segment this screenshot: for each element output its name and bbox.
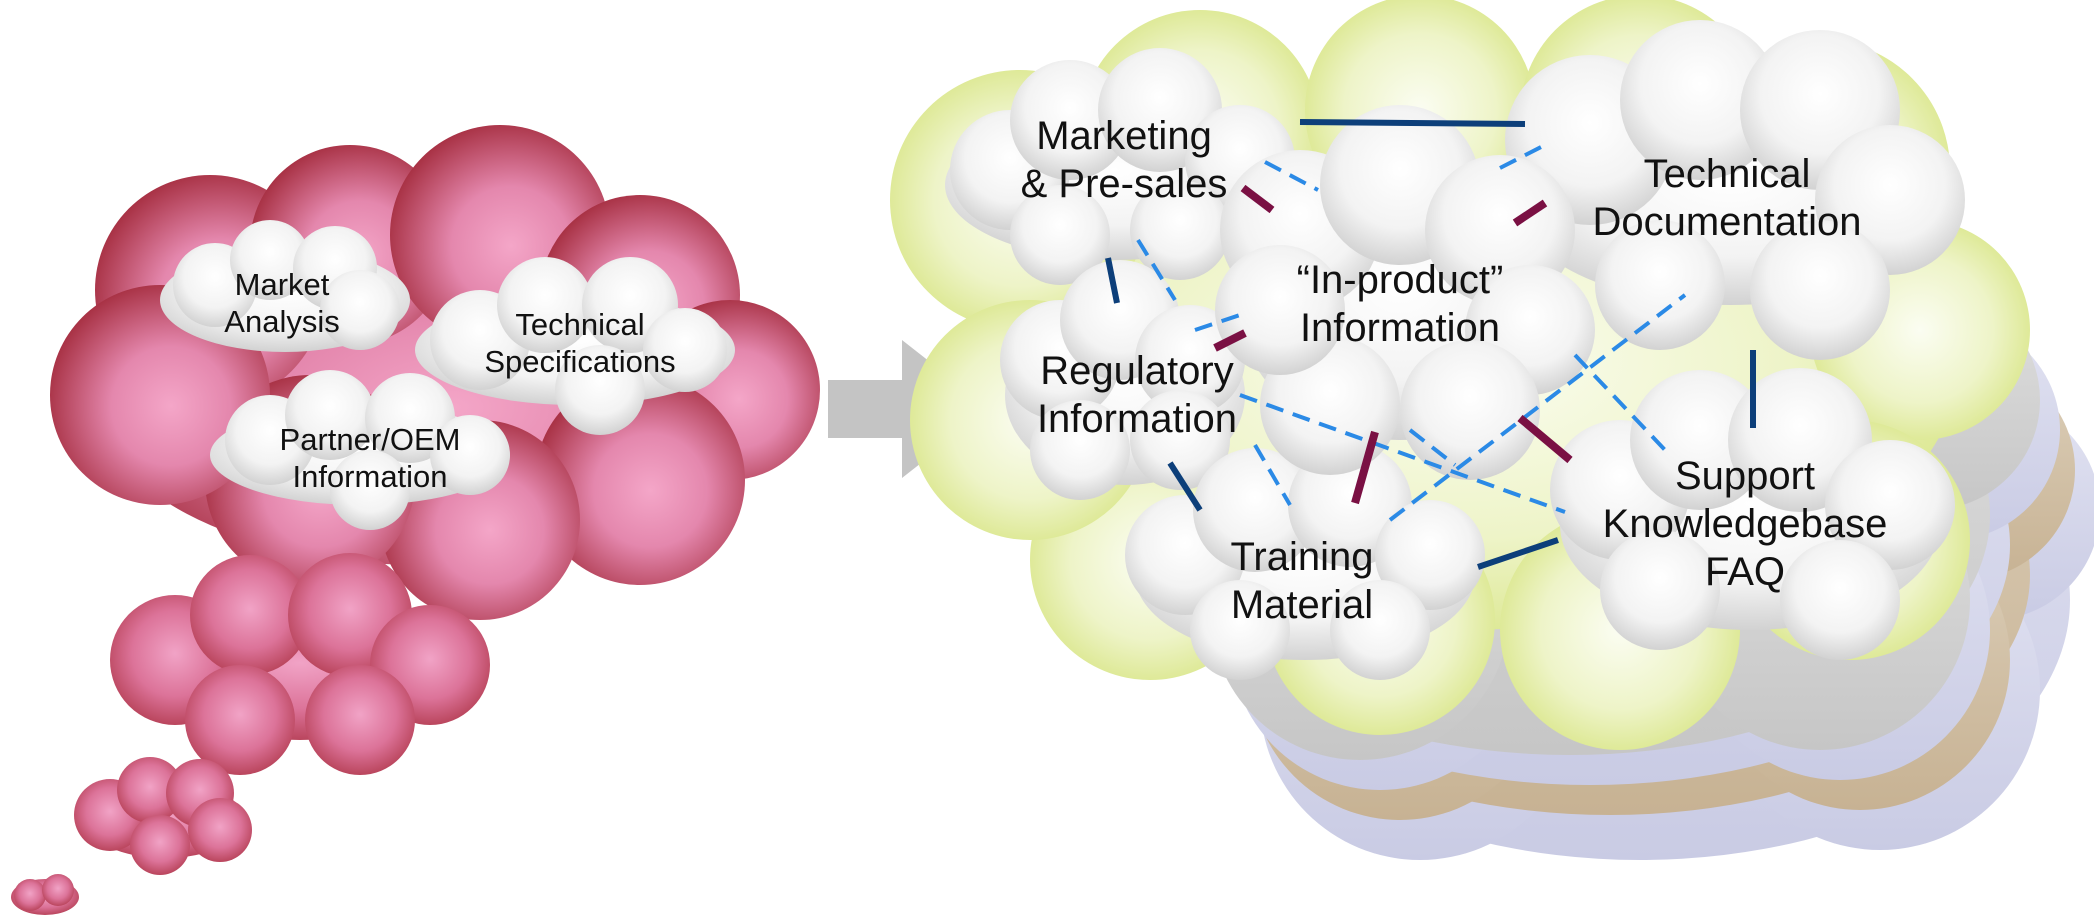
dashed-link-regulatory-support [1239, 393, 1566, 514]
node-line: Documentation [1592, 200, 1862, 244]
topic-cloud-market-analysis [160, 220, 410, 352]
node-label-in-product: “In-product” Information [1297, 256, 1504, 352]
solid-connectors [1105, 119, 1756, 570]
thought-bubble-large [110, 553, 490, 775]
dashed-link-technical-support [1573, 353, 1667, 452]
node-cloud-regulatory [1000, 260, 1245, 500]
node-line: Information [1299, 306, 1501, 350]
topic-line: Technical [515, 306, 645, 342]
topic-line: Information [292, 459, 448, 494]
dashed-link-training-technical [1388, 293, 1687, 522]
dashed-link-marketing-inproduct [1264, 160, 1319, 192]
thought-bubble-small [11, 874, 79, 915]
node-line: FAQ [1704, 550, 1786, 594]
node-line: Material [1230, 583, 1374, 627]
topic-label-technical-specifications: Technical Specifications [484, 306, 675, 380]
topic-line: Specifications [484, 344, 676, 379]
node-cloud-training [1125, 443, 1485, 680]
solid-link-marketing-technical [1299, 119, 1526, 127]
topic-label-partner-oem: Partner/OEM Information [280, 421, 461, 495]
maroon-connectors [1213, 184, 1573, 505]
node-cloud-marketing [945, 48, 1295, 285]
topic-label-market-analysis: Market Analysis [224, 266, 339, 340]
thought-bubble-medium [74, 757, 252, 875]
node-cloud-in-product [1215, 105, 1595, 480]
node-line: Knowledgebase [1602, 502, 1888, 546]
node-line: Regulatory [1040, 349, 1234, 393]
node-label-support: Support Knowledgebase FAQ [1603, 452, 1888, 596]
node-cloud-support [1550, 368, 1955, 660]
transition-arrow [828, 340, 990, 478]
dashed-connectors [1136, 143, 1687, 522]
thought-cloud-group [11, 125, 820, 915]
node-label-marketing: Marketing & Pre-sales [1021, 112, 1228, 208]
topic-line: Partner/OEM [279, 421, 461, 457]
solid-link-regulatory-training [1167, 461, 1203, 512]
node-line: Training [1230, 535, 1374, 579]
solid-link-marketing-regulatory [1105, 257, 1120, 304]
dashed-link-marketing-regulatory [1136, 238, 1177, 302]
topic-line: Analysis [224, 304, 340, 339]
dashed-link-inproduct-support [1408, 428, 1457, 467]
node-cloud-technical-documentation [1505, 20, 1965, 360]
maroon-link-technical [1512, 199, 1548, 227]
maroon-link-training [1351, 430, 1379, 505]
topic-line: Market [234, 266, 330, 302]
node-line: “In-product” [1296, 258, 1504, 302]
node-line: Information [1036, 397, 1238, 441]
node-line: Support [1674, 454, 1816, 498]
maroon-link-marketing [1240, 184, 1275, 214]
dashed-link-inproduct-technical [1499, 143, 1546, 170]
topic-cloud-partner-oem [210, 370, 510, 530]
maroon-link-support [1517, 414, 1573, 464]
node-label-technical-documentation: Technical Documentation [1592, 150, 1861, 246]
node-label-regulatory: Regulatory Information [1037, 347, 1237, 443]
node-line: & Pre-sales [1020, 162, 1228, 206]
solid-link-training-support [1477, 537, 1559, 570]
dashed-link-regulatory-training [1253, 443, 1292, 507]
dashed-link-regulatory-inproduct [1194, 313, 1241, 332]
node-line: Marketing [1036, 114, 1212, 158]
maroon-link-regulatory [1213, 329, 1247, 352]
node-line: Technical [1643, 152, 1811, 196]
topic-cloud-technical-specifications [415, 257, 735, 435]
node-label-training: Training Material [1230, 533, 1373, 629]
